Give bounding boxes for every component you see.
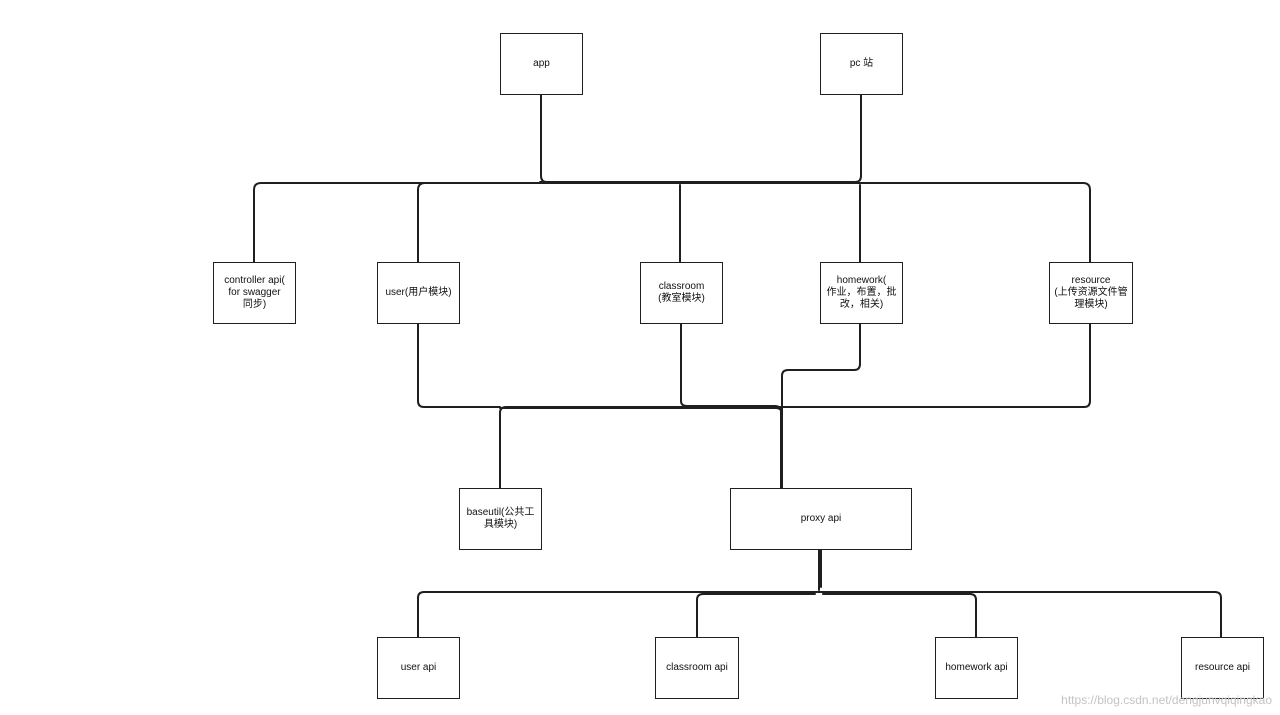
baseutil-node: baseutil(公共工 具模块) xyxy=(459,488,542,550)
homework-module-node: homework( 作业，布置，批 改，相关) xyxy=(820,262,903,324)
user-module-node: user(用户模块) xyxy=(377,262,460,324)
connector-top-bus xyxy=(253,182,1091,264)
connector-bottom-bus xyxy=(417,591,1222,638)
proxy-api-node: proxy api xyxy=(730,488,912,550)
connector-bus-user xyxy=(417,182,426,264)
app-node: app xyxy=(500,33,583,95)
connector-user-midbus xyxy=(417,323,501,408)
homework-api-node: homework api xyxy=(935,637,1018,699)
connector-pc-bus xyxy=(539,94,862,183)
connector-bus-homework-api xyxy=(822,593,977,638)
resource-module-node: resource (上传资源文件管 理模块) xyxy=(1049,262,1133,324)
controller-api-node: controller api( for swagger 同步) xyxy=(213,262,296,324)
connector-resource-midbus xyxy=(499,323,1091,489)
classroom-module-node: classroom (教室模块) xyxy=(640,262,723,324)
classroom-api-node: classroom api xyxy=(655,637,739,699)
connector-homework-midbus xyxy=(781,323,861,489)
pc-site-node: pc 站 xyxy=(820,33,903,95)
connector-midbus-proxy xyxy=(499,407,783,415)
user-api-node: user api xyxy=(377,637,460,699)
connector-bus-classroom-api xyxy=(696,593,816,638)
watermark-url: https://blog.csdn.net/dengjunvqiqingkao xyxy=(1061,693,1272,707)
resource-api-node: resource api xyxy=(1181,637,1264,699)
connector-app-bus xyxy=(540,94,761,183)
